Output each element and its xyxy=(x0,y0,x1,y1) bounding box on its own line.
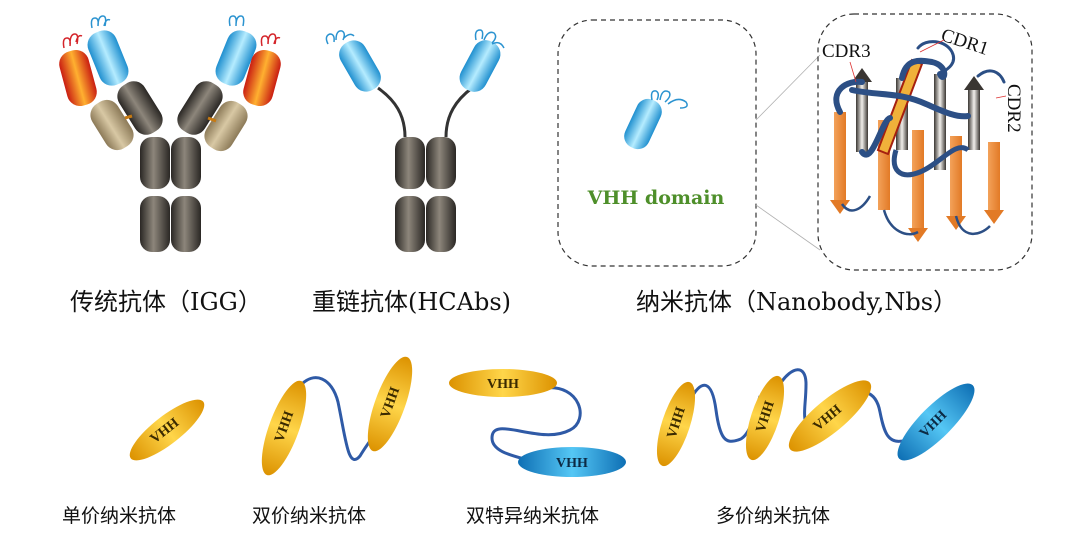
strand-arrow xyxy=(830,200,850,214)
igg-cdr-loops xyxy=(90,15,111,29)
strand-arrow xyxy=(964,76,984,90)
vhh-ellipse xyxy=(367,356,413,452)
vhh-ellipse xyxy=(261,380,307,476)
hcab-cdr-loops xyxy=(325,30,355,45)
vhh-label: VHH xyxy=(556,456,588,471)
beta-strand xyxy=(912,130,924,228)
strand-arrow xyxy=(908,228,928,242)
cdr3-strand xyxy=(876,58,924,156)
vhh-ellipse xyxy=(788,380,872,452)
hcab-antibody xyxy=(325,29,505,252)
zoom-line xyxy=(755,204,821,251)
caption-multivalent: 多价纳米抗体 xyxy=(716,505,830,527)
cdr2-label: CDR2 xyxy=(1003,84,1024,133)
caption-bispecific: 双特异纳米抗体 xyxy=(466,505,599,527)
format-bivalent: VHH VHH xyxy=(261,356,413,476)
vhh-label: VHH xyxy=(487,377,519,392)
backbone-loop xyxy=(833,57,971,158)
backbone-loop xyxy=(840,195,991,236)
hcab-fc-block xyxy=(426,137,456,189)
beta-strand xyxy=(988,142,1000,210)
vhh-ellipse-blue xyxy=(518,447,626,477)
hcab-fc-block xyxy=(395,137,425,189)
cdr1-label: CDR1 xyxy=(938,25,991,60)
beta-strand xyxy=(950,136,962,216)
caption-igg: 传统抗体（IGG） xyxy=(70,288,262,316)
igg-disulfide-right xyxy=(207,116,217,123)
vhh-ellipse-blue xyxy=(897,383,975,461)
igg-fc-block xyxy=(171,137,201,189)
vhh-ellipse xyxy=(745,375,785,461)
beta-strands xyxy=(830,68,1004,242)
hcab-fc-block xyxy=(395,196,425,252)
cdr3-pointer xyxy=(849,61,857,83)
strand-arrow xyxy=(946,216,966,230)
strand-arrow xyxy=(984,210,1004,224)
igg-light-vl-left xyxy=(59,49,97,107)
igg-cdr-loops xyxy=(260,33,281,47)
igg-disulfide-left xyxy=(124,114,133,120)
igg-heavy-ch1-left xyxy=(117,81,163,135)
vhh-ellipse xyxy=(449,369,557,397)
caption-monovalent: 单价纳米抗体 xyxy=(62,505,176,527)
format-multivalent: VHH VHH VHH VHH xyxy=(656,368,975,467)
vhh-ellipse xyxy=(656,381,696,467)
caption-hcabs: 重链抗体(HCAbs) xyxy=(312,288,511,316)
igg-fc-block xyxy=(171,196,201,252)
hcab-vhh-right xyxy=(459,40,501,92)
hcab-fc-block xyxy=(426,196,456,252)
vhh-structure-panel: CDR3 CDR1 CDR2 xyxy=(817,13,1033,271)
igg-fc-block xyxy=(140,137,170,189)
igg-light-cl-left xyxy=(90,99,134,151)
vhh-domain-panel: VHH domain xyxy=(557,19,757,267)
beta-strand xyxy=(856,82,868,152)
igg-cdr-loops xyxy=(62,33,83,49)
igg-heavy-vh-left xyxy=(87,30,129,86)
igg-heavy-vh-right xyxy=(215,30,257,86)
vhh-structure-box xyxy=(817,13,1033,271)
strand-arrow xyxy=(852,68,872,82)
cdr1-pointer xyxy=(919,39,945,53)
cdr3-label: CDR3 xyxy=(822,41,871,62)
vhh-domain-shape xyxy=(624,98,662,150)
backbone-loop xyxy=(891,145,970,178)
format-monovalent: VHH xyxy=(129,399,205,461)
cdr2-pointer xyxy=(995,95,1007,99)
beta-strand xyxy=(834,112,846,200)
zoom-line xyxy=(755,54,821,121)
vhh-domain-cdr-loops xyxy=(650,90,688,109)
caption-bivalent: 双价纳米抗体 xyxy=(252,505,366,527)
format-bispecific: VHH VHH xyxy=(449,369,626,477)
igg-cdr-loops xyxy=(228,15,245,27)
hcab-hinge xyxy=(377,86,473,138)
hcab-cdr-loops xyxy=(474,29,505,49)
hcab-vhh-left xyxy=(339,40,381,92)
igg-light-vl-right xyxy=(243,49,281,107)
beta-strand xyxy=(968,90,980,150)
linker xyxy=(490,386,582,462)
backbone-loop xyxy=(916,40,1006,84)
igg-heavy-ch1-right xyxy=(177,81,223,135)
igg-fc-block xyxy=(140,196,170,252)
linker xyxy=(298,376,380,461)
vhh-domain-label: VHH domain xyxy=(587,187,725,209)
vhh-ellipse xyxy=(129,399,205,461)
igg-light-cl-right xyxy=(204,100,248,152)
beta-strand xyxy=(934,74,946,170)
vhh-domain-box xyxy=(557,19,757,267)
igg-antibody xyxy=(59,15,281,252)
caption-nbs: 纳米抗体（Nanobody,Nbs） xyxy=(636,288,957,316)
